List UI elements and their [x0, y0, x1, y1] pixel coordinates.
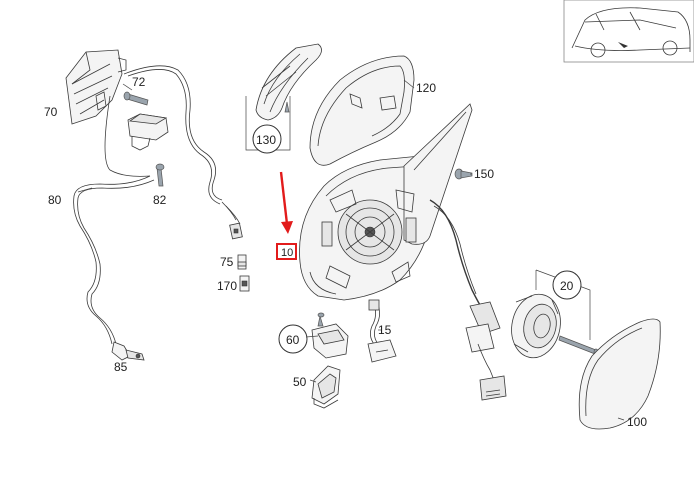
label-150[interactable]: 150: [474, 167, 494, 181]
part-module-bracket[interactable]: [127, 113, 169, 151]
part-connector-75[interactable]: [229, 222, 243, 240]
part-60-bracket[interactable]: [311, 312, 349, 359]
highlight-box: [276, 243, 297, 260]
callout-arrow: [279, 171, 293, 234]
bubble-130: [252, 124, 282, 154]
part-100-mirror-glass[interactable]: [578, 318, 661, 430]
part-82-bolt[interactable]: [155, 163, 165, 187]
part-170-connector[interactable]: [239, 275, 250, 292]
part-mirror-actuator-inner[interactable]: [321, 189, 417, 289]
label-15[interactable]: 15: [378, 323, 392, 337]
label-70[interactable]: 70: [44, 105, 58, 119]
label-120[interactable]: 120: [416, 81, 436, 95]
bubble-60: [278, 324, 308, 354]
label-170[interactable]: 170: [217, 279, 237, 293]
label-20[interactable]: 20: [560, 279, 574, 293]
part-15-sensor[interactable]: [367, 299, 397, 363]
label-80[interactable]: 80: [48, 193, 62, 207]
label-82[interactable]: 82: [153, 193, 167, 207]
part-150-screw[interactable]: [454, 168, 473, 180]
label-85[interactable]: 85: [114, 360, 128, 374]
part-20-actuator[interactable]: [506, 269, 599, 362]
part-50-retainer[interactable]: [311, 365, 341, 409]
part-70-module[interactable]: [65, 49, 127, 125]
leader-lines: [77, 79, 625, 421]
part-85-connector[interactable]: [111, 341, 145, 361]
label-50[interactable]: 50: [293, 375, 307, 389]
part-120-mirror-cap[interactable]: [309, 55, 415, 166]
label-100[interactable]: 100: [627, 415, 647, 429]
bubble-20: [552, 270, 582, 300]
label-75[interactable]: 75: [220, 255, 234, 269]
label-10[interactable]: 10: [281, 247, 293, 259]
part-mirror-wiring[interactable]: [429, 199, 507, 401]
label-72[interactable]: 72: [132, 75, 146, 89]
label-130[interactable]: 130: [256, 133, 276, 147]
part-72-bolt[interactable]: [123, 91, 149, 106]
vehicle-thumbnail[interactable]: [563, 0, 694, 63]
label-60[interactable]: 60: [286, 333, 300, 347]
part-80-wiring-harness[interactable]: [73, 65, 241, 345]
part-75-connector[interactable]: [237, 254, 247, 270]
